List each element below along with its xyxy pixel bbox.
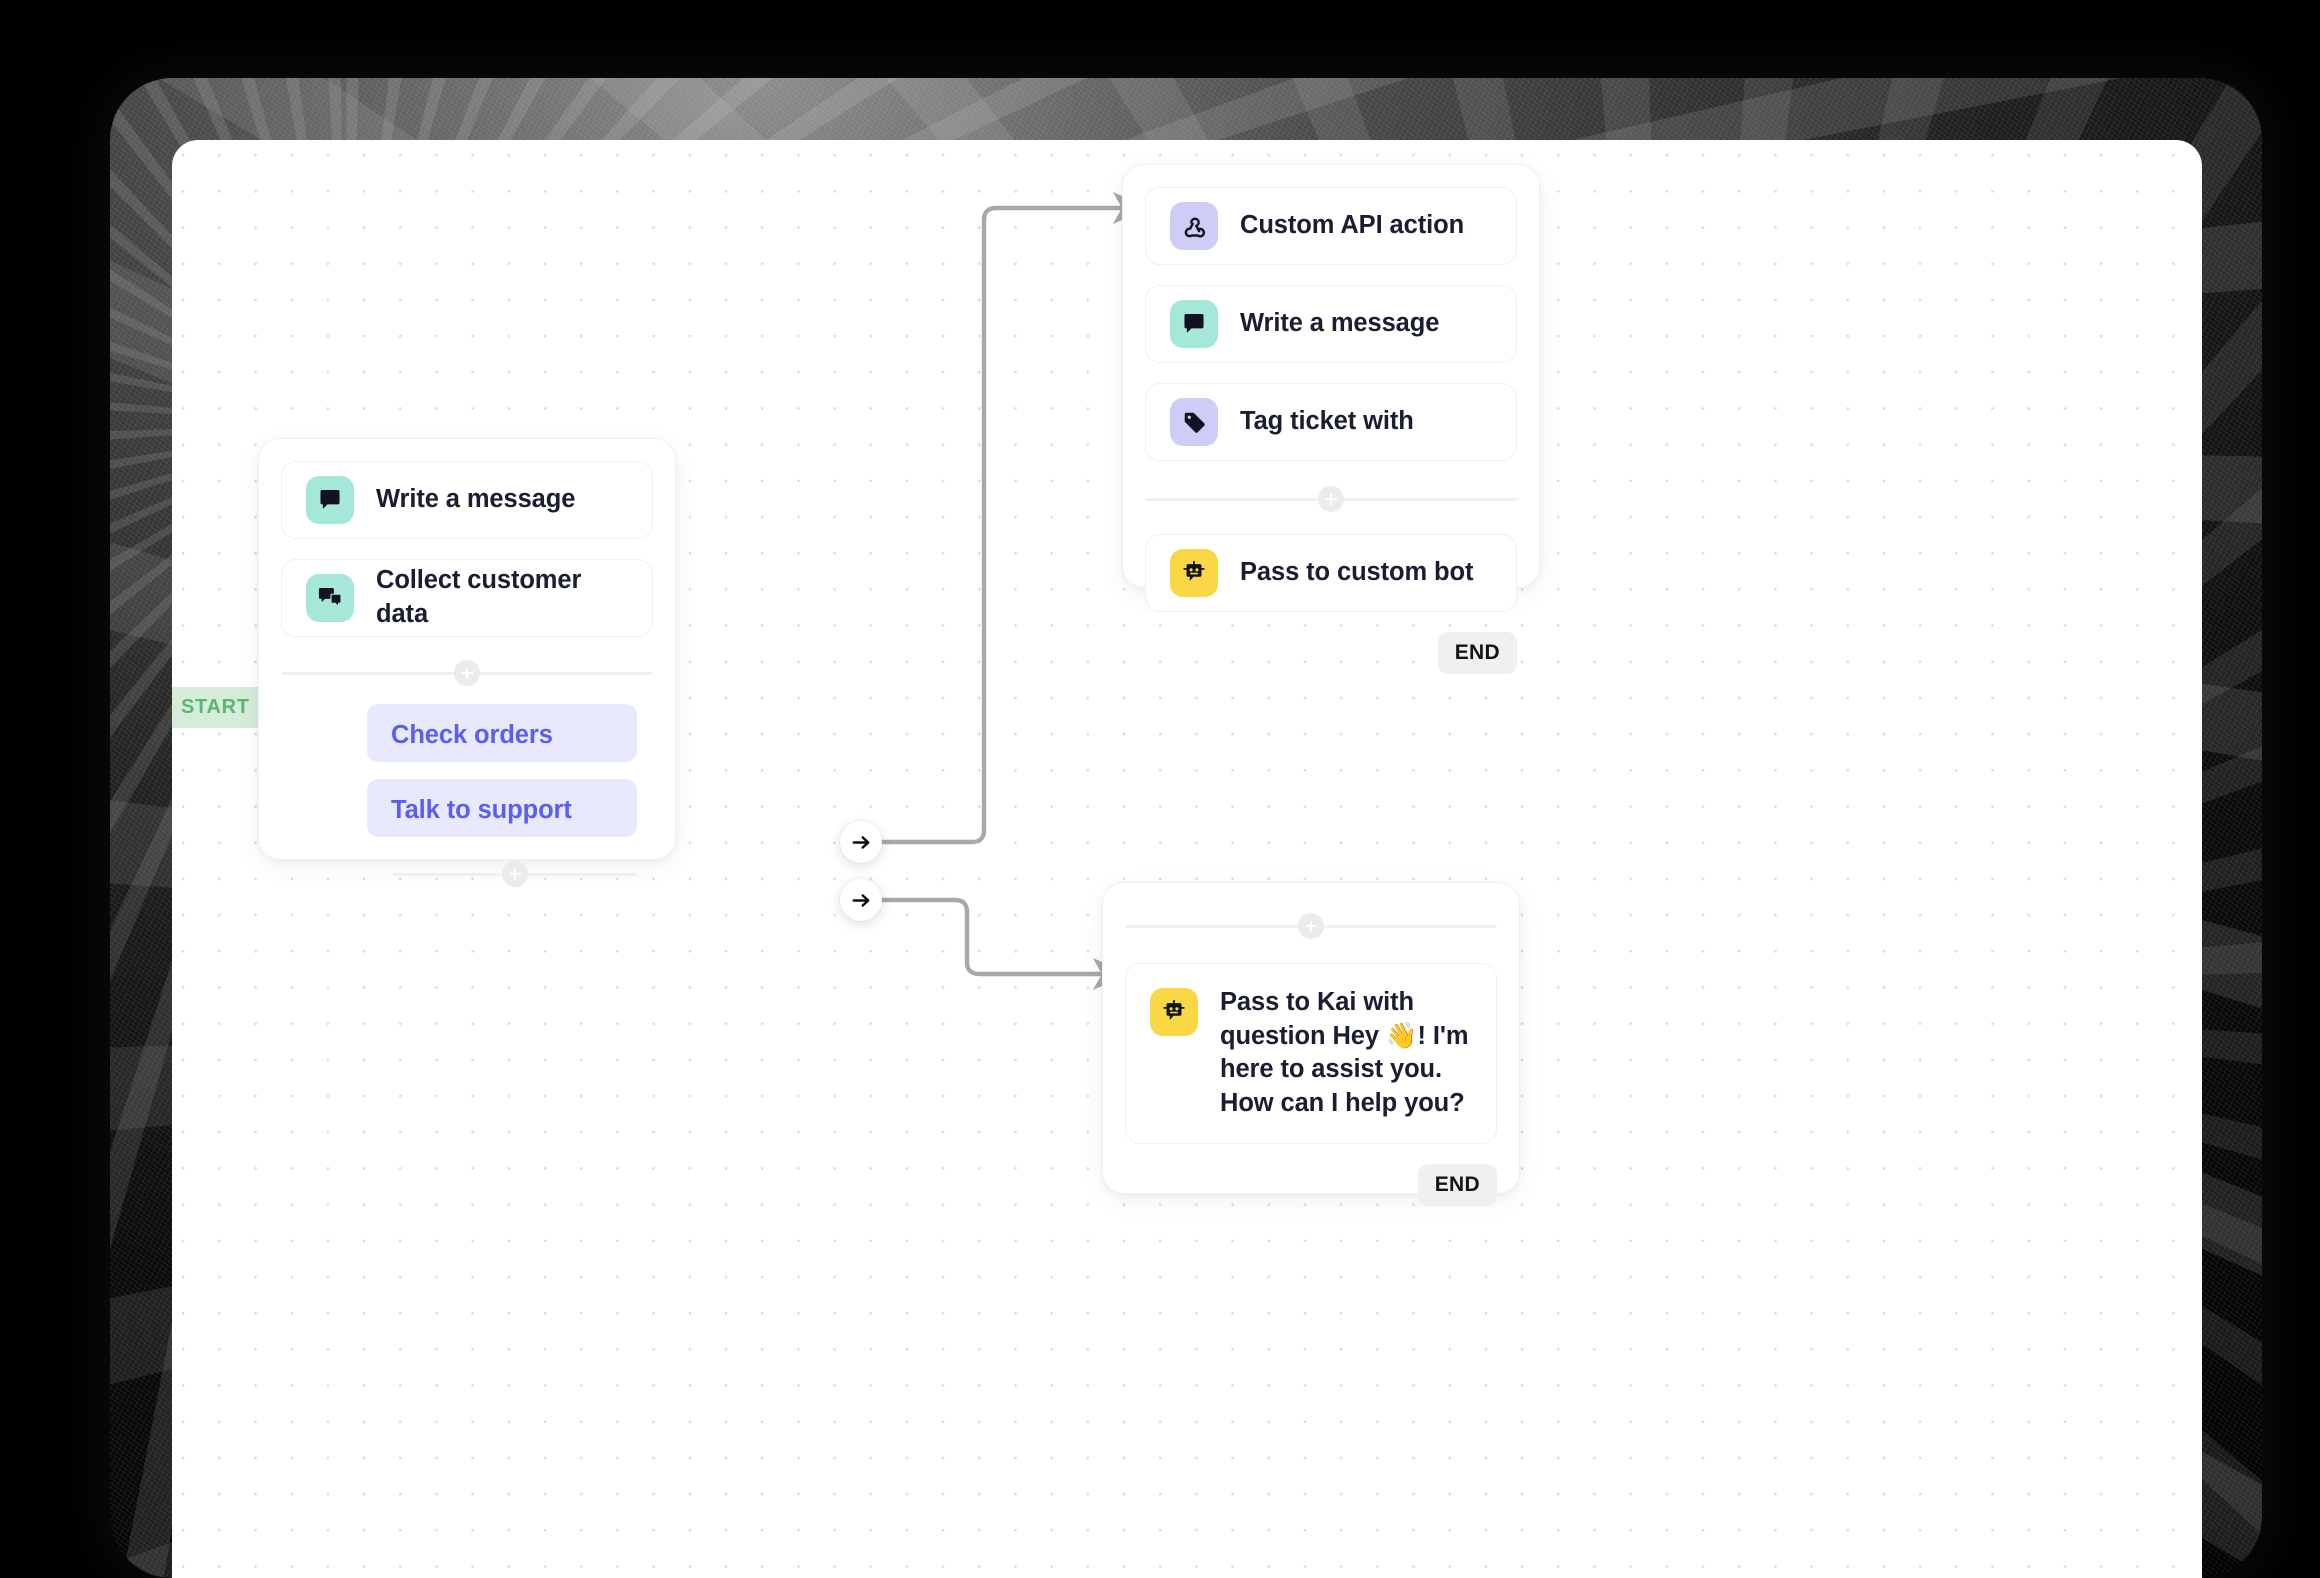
action-row-write-message[interactable]: Write a message [281, 461, 653, 539]
message-bubble-icon [1170, 300, 1218, 348]
flow-canvas[interactable]: START Write a message [172, 140, 2202, 1578]
api-node-card[interactable]: Custom API action Write a message [1122, 164, 1540, 674]
plus-icon[interactable] [502, 861, 528, 887]
action-label: Collect customer data [376, 566, 582, 628]
action-row-write-message[interactable]: Write a message [1145, 285, 1517, 363]
add-action-divider-kai[interactable] [1125, 913, 1497, 939]
choice-label: Check orders [391, 721, 553, 749]
action-row-custom-api-action[interactable]: Custom API action [1145, 187, 1517, 265]
end-badge: END [1437, 632, 1517, 674]
action-label: Write a message [376, 485, 576, 514]
action-label: Tag ticket with [1240, 407, 1414, 436]
plus-icon[interactable] [1298, 913, 1324, 939]
plus-icon[interactable] [454, 660, 480, 686]
plus-icon[interactable] [1318, 486, 1344, 512]
start-label: START [181, 696, 250, 718]
pass-to-kai-prefix: Pass to Kai with question [1220, 988, 1414, 1050]
action-row-tag-ticket-with[interactable]: Tag ticket with [1145, 383, 1517, 461]
main-node-card[interactable]: Write a message Collect customer data [258, 438, 676, 887]
action-row-pass-to-custom-bot[interactable]: Pass to custom bot [1145, 534, 1517, 612]
arrow-right-icon [852, 893, 869, 907]
action-row-pass-to-kai[interactable]: Pass to Kai with question Hey 👋! I'm her… [1125, 963, 1497, 1144]
action-row-collect-customer-data[interactable]: Collect customer data [281, 559, 653, 637]
two-message-bubbles-icon [306, 574, 354, 622]
wire-talk-to-support [859, 897, 1129, 991]
arrow-right-icon [852, 835, 869, 849]
pass-to-kai-question: Hey 👋! I'm here to assist you. How can I… [1220, 1021, 1469, 1117]
action-label: Write a message [1240, 309, 1440, 338]
choice-chip-check-orders[interactable]: Check orders [367, 704, 637, 762]
bot-icon [1150, 988, 1198, 1036]
add-action-divider-main[interactable] [281, 660, 653, 686]
webhook-icon [1170, 202, 1218, 250]
add-action-divider-api[interactable] [1145, 486, 1517, 512]
message-bubble-icon [306, 476, 354, 524]
connector-arrow-talk-to-support[interactable] [840, 879, 882, 921]
action-label-wrapper: Pass to Kai with question Hey 👋! I'm her… [1220, 986, 1472, 1121]
kai-node-card[interactable]: Pass to Kai with question Hey 👋! I'm her… [1102, 882, 1520, 1206]
action-label: Pass to custom bot [1240, 558, 1474, 587]
screenshot-root: START Write a message [110, 78, 2262, 1578]
wire-check-orders [859, 191, 1149, 845]
connector-arrow-check-orders[interactable] [840, 821, 882, 863]
tag-icon [1170, 398, 1218, 446]
end-badge: END [1417, 1163, 1497, 1206]
bot-icon [1170, 549, 1218, 597]
choice-label: Talk to support [391, 796, 572, 824]
choice-chip-talk-to-support[interactable]: Talk to support [367, 779, 637, 837]
add-choice-divider[interactable] [393, 861, 637, 887]
action-label: Custom API action [1240, 211, 1465, 240]
